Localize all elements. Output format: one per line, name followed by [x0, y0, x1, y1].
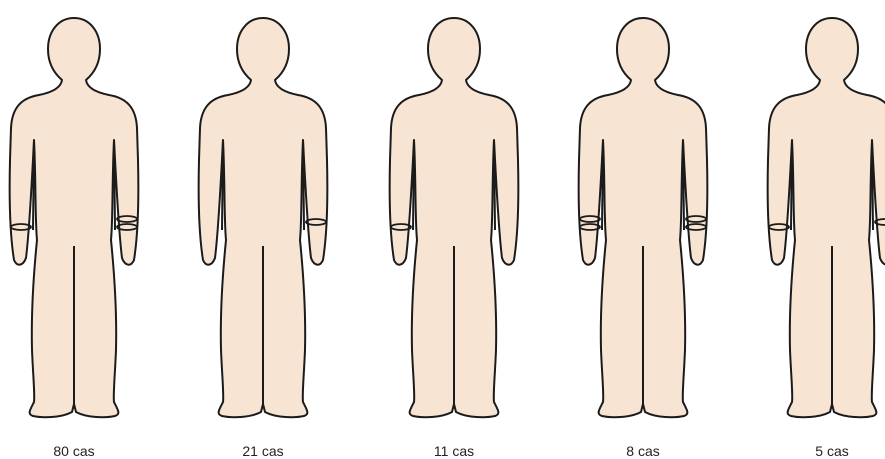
body-outline-4 — [568, 0, 718, 440]
body-figure-4: 8 cas — [568, 0, 718, 459]
body-outline-1 — [0, 0, 149, 440]
figure-caption-4: 8 cas — [568, 443, 718, 459]
body-silhouette — [768, 18, 885, 417]
body-figure-3: 11 cas — [379, 0, 529, 459]
body-outline-2 — [188, 0, 338, 440]
body-figure-2: 21 cas — [188, 0, 338, 459]
figure-caption-2: 21 cas — [188, 443, 338, 459]
figure-caption-3: 11 cas — [379, 443, 529, 459]
body-outline-5 — [757, 0, 885, 440]
figure-caption-5: 5 cas — [757, 443, 885, 459]
body-figure-1: 80 cas — [0, 0, 149, 459]
body-outline-3 — [379, 0, 529, 440]
body-figure-5: 5 cas — [757, 0, 885, 459]
figure-caption-1: 80 cas — [0, 443, 149, 459]
